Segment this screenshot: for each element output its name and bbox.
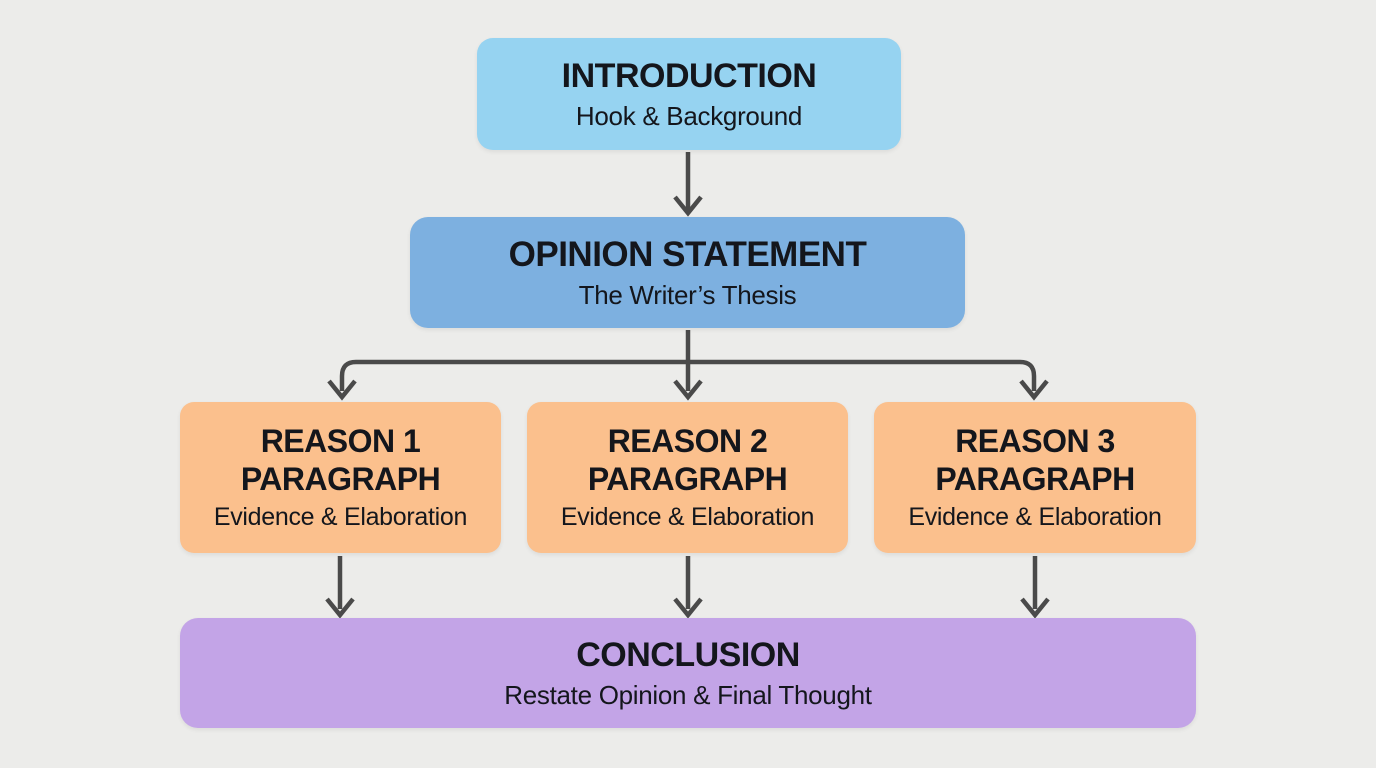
node-reason-1-title-line2: PARAGRAPH	[240, 461, 441, 497]
node-reason-2-title-line1: REASON 2	[607, 423, 768, 460]
node-conclusion-title: CONCLUSION	[576, 635, 800, 674]
node-reason-2-title: REASON 2 PARAGRAPH	[587, 423, 788, 499]
node-introduction-subtitle: Hook & Background	[575, 101, 803, 132]
node-introduction: INTRODUCTION Hook & Background	[477, 38, 901, 150]
node-reason-3-title-line1: REASON 3	[955, 423, 1115, 460]
node-reason-1-subtitle: Evidence & Elaboration	[213, 502, 468, 531]
node-reason-2-paragraph: REASON 2 PARAGRAPH Evidence & Elaboratio…	[527, 402, 848, 553]
node-reason-2-title-line2: PARAGRAPH	[587, 461, 788, 497]
node-opinion-statement-subtitle: The Writer’s Thesis	[578, 280, 797, 311]
node-reason-1-title: REASON 1 PARAGRAPH	[240, 423, 441, 499]
arrow-opinion-to-reasons	[327, 330, 1049, 401]
node-opinion-statement: OPINION STATEMENT The Writer’s Thesis	[410, 217, 965, 328]
arrow-intro-to-opinion	[673, 152, 703, 217]
node-reason-1-paragraph: REASON 1 PARAGRAPH Evidence & Elaboratio…	[180, 402, 501, 553]
node-conclusion-subtitle: Restate Opinion & Final Thought	[504, 680, 872, 711]
node-reason-3-title: REASON 3 PARAGRAPH	[935, 423, 1135, 499]
node-reason-2-subtitle: Evidence & Elaboration	[560, 502, 815, 531]
node-reason-1-title-line1: REASON 1	[260, 423, 421, 460]
arrow-reason1-to-conclusion	[325, 556, 355, 619]
node-opinion-statement-title: OPINION STATEMENT	[508, 234, 867, 274]
node-reason-3-title-line2: PARAGRAPH	[935, 461, 1135, 497]
arrow-reason2-to-conclusion	[673, 556, 703, 619]
node-conclusion: CONCLUSION Restate Opinion & Final Thoug…	[180, 618, 1196, 728]
node-reason-3-paragraph: REASON 3 PARAGRAPH Evidence & Elaboratio…	[874, 402, 1196, 553]
node-reason-3-subtitle: Evidence & Elaboration	[908, 502, 1162, 531]
arrow-reason3-to-conclusion	[1020, 556, 1050, 619]
node-introduction-title: INTRODUCTION	[561, 56, 817, 95]
